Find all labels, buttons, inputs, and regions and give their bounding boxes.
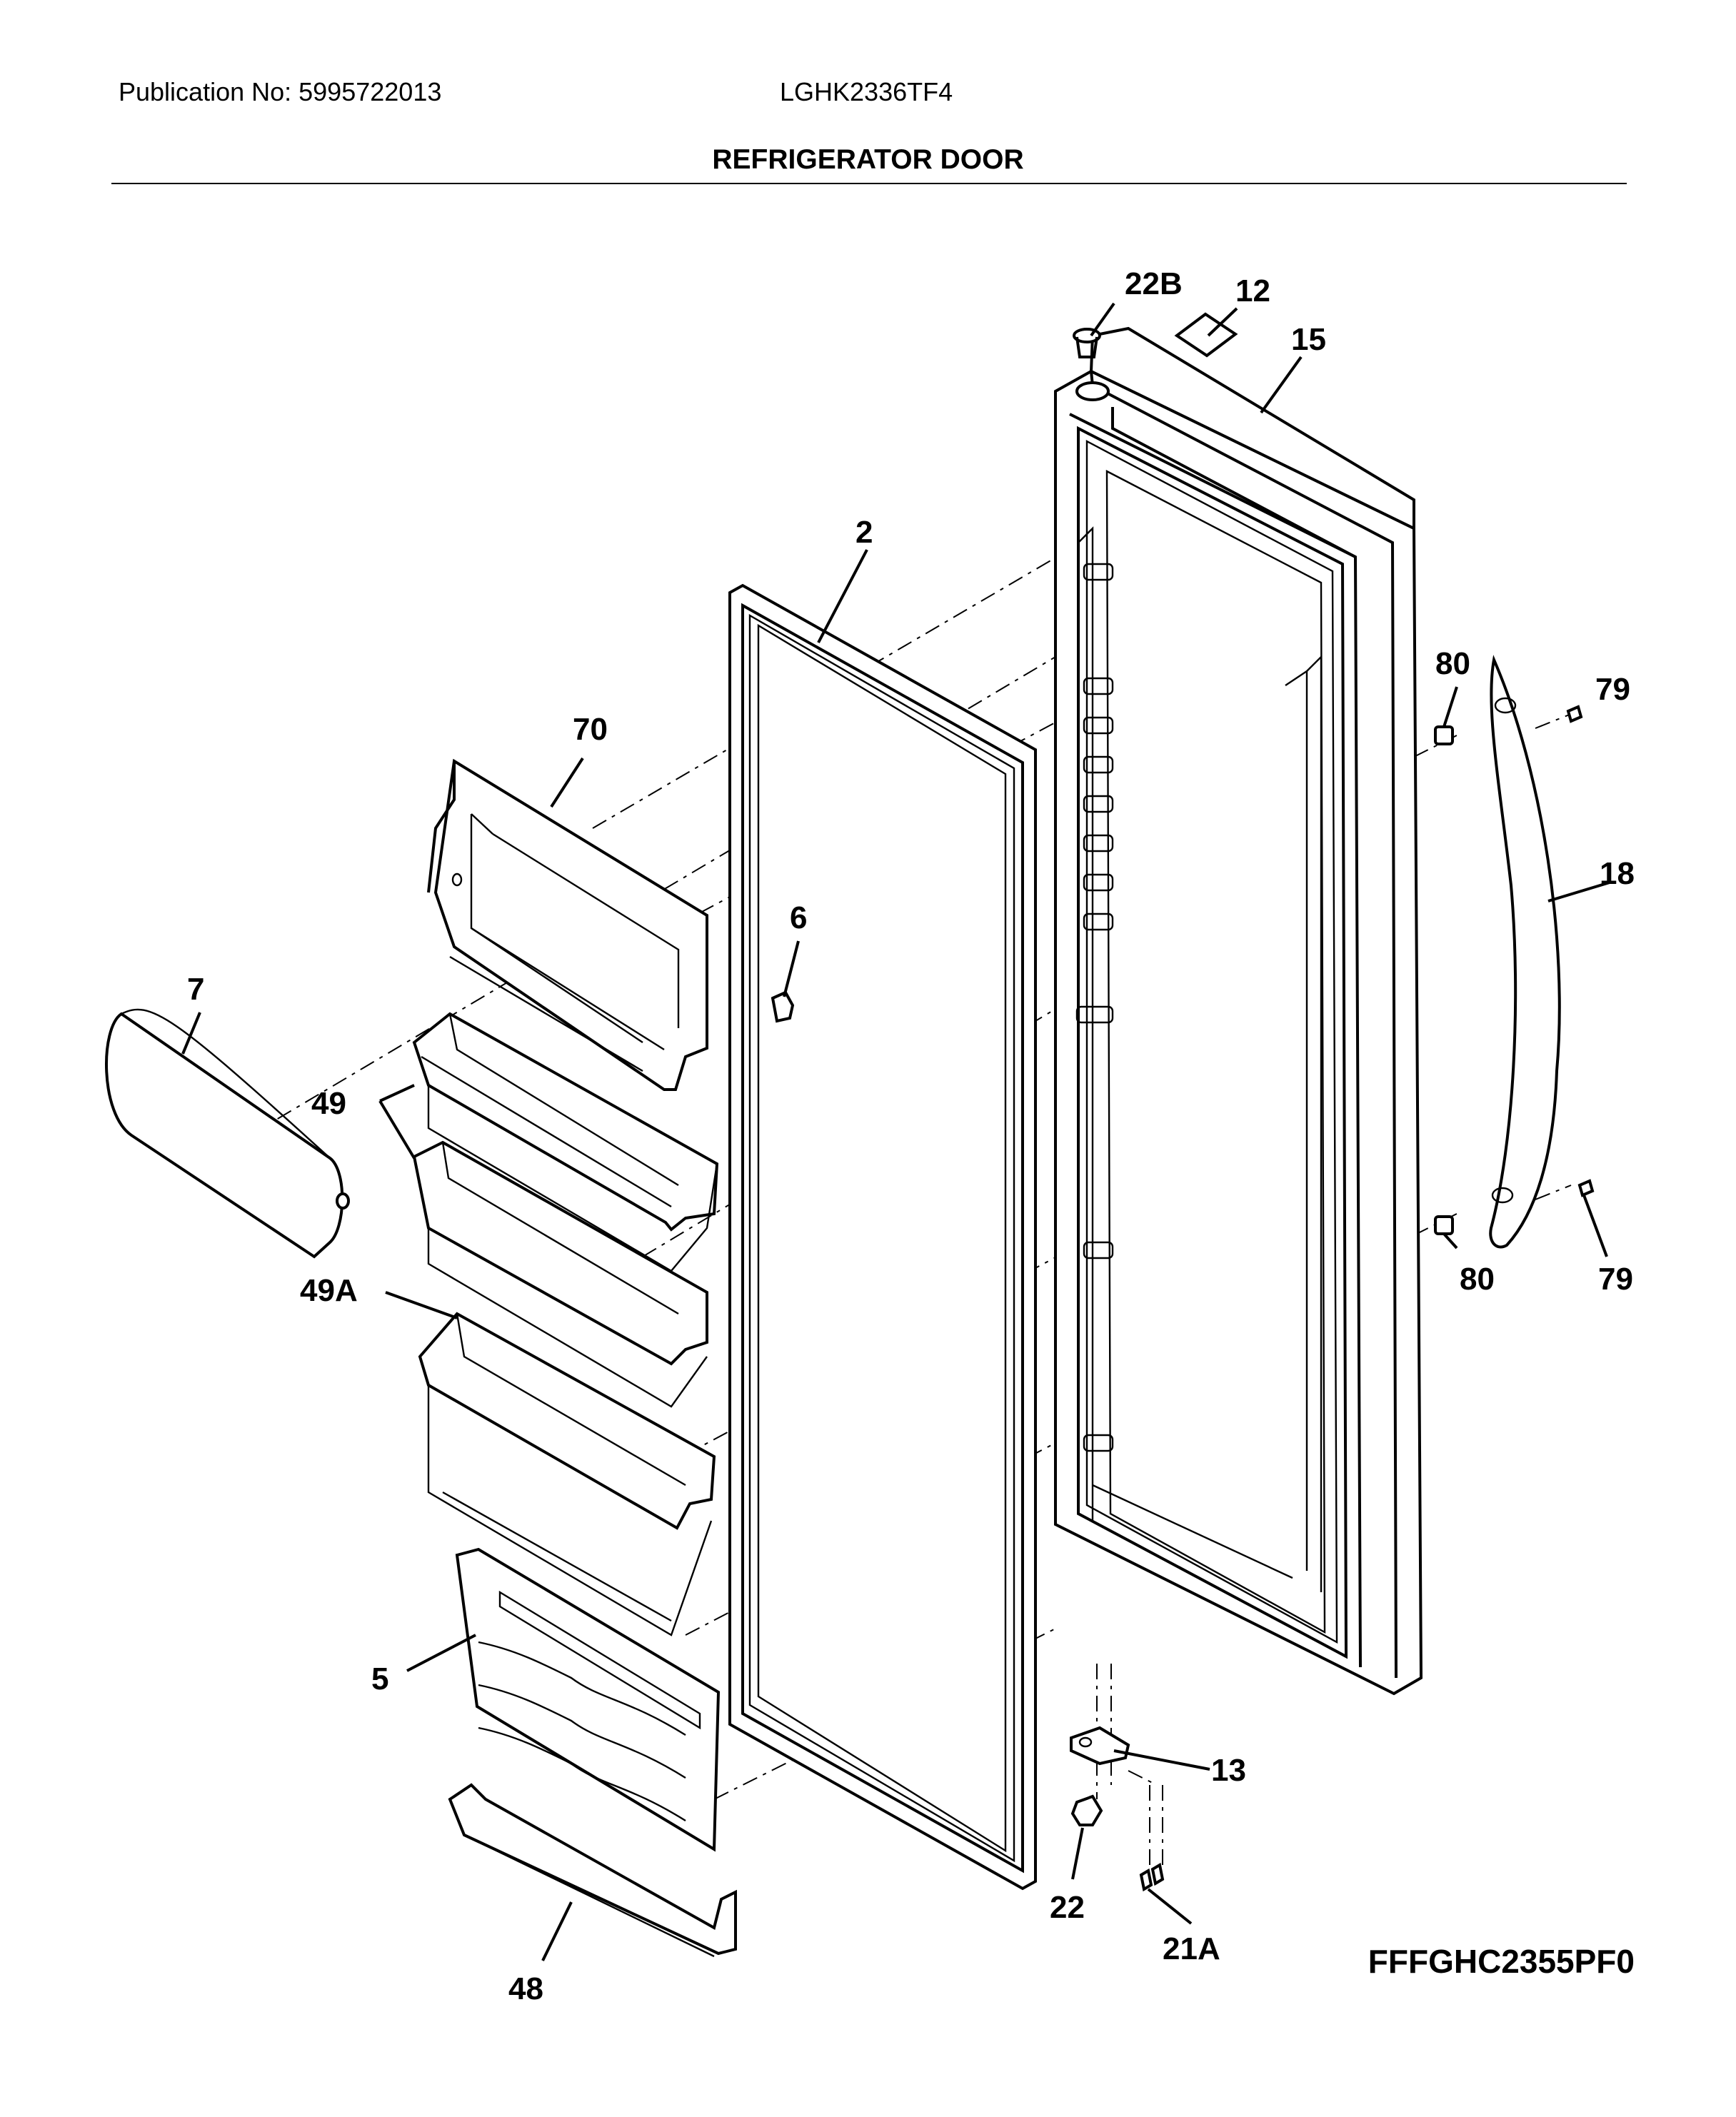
callout-6: 6 (790, 900, 807, 935)
door-label (1174, 312, 1238, 358)
door-gasket (728, 583, 1037, 1891)
dairy-compartment-door (427, 758, 708, 1091)
can-rack-shelf (455, 1547, 721, 1852)
callout-18: 18 (1600, 856, 1635, 891)
callout-22: 22 (1050, 1890, 1085, 1925)
callout-7: 7 (187, 972, 204, 1007)
callout-labels: 22B 12 15 2 80 79 70 18 6 7 49 49A 80 79… (187, 266, 1635, 2006)
callout-13: 13 (1211, 1753, 1246, 1788)
callout-2: 2 (856, 515, 873, 550)
callout-22B: 22B (1125, 266, 1183, 301)
handle-set-screws (1566, 705, 1595, 1197)
liner-shelf-supports (1075, 563, 1114, 1452)
hinge-screws (1139, 1862, 1165, 1892)
publication-number: Publication No: 5995722013 (119, 77, 442, 106)
callout-21A: 21A (1163, 1931, 1220, 1966)
callout-79-top: 79 (1595, 672, 1630, 707)
bottom-hinge-plate (1070, 1726, 1130, 1766)
callout-5: 5 (371, 1661, 388, 1696)
bottom-hinge-bushing (1070, 1794, 1103, 1826)
callout-49A: 49A (300, 1273, 358, 1308)
callout-49: 49 (311, 1086, 346, 1121)
callout-12: 12 (1235, 273, 1270, 308)
figure-code: FFFGHC2355PF0 (1368, 1943, 1635, 1980)
door-outer-panel (1054, 326, 1423, 1696)
door-bin-lower (418, 1312, 716, 1636)
door-clip (771, 990, 795, 1023)
callout-80-bottom: 80 (1460, 1262, 1495, 1297)
callout-80-top: 80 (1435, 646, 1470, 681)
dairy-door-cover (105, 1008, 350, 1259)
callout-48: 48 (508, 1971, 543, 2006)
callout-leaders (181, 302, 1610, 1961)
callout-15: 15 (1291, 322, 1326, 357)
door-bin-bottom (448, 1783, 737, 1958)
section-title: REFRIGERATOR DOOR (712, 144, 1024, 175)
door-bin-middle (412, 1140, 708, 1408)
handle-mounting-studs (1434, 725, 1454, 1235)
door-handle (1489, 655, 1561, 1249)
callout-70: 70 (573, 712, 608, 747)
header-divider (111, 183, 1627, 184)
callout-79-bottom: 79 (1598, 1262, 1633, 1297)
model-number: LGHK2336TF4 (780, 77, 953, 106)
